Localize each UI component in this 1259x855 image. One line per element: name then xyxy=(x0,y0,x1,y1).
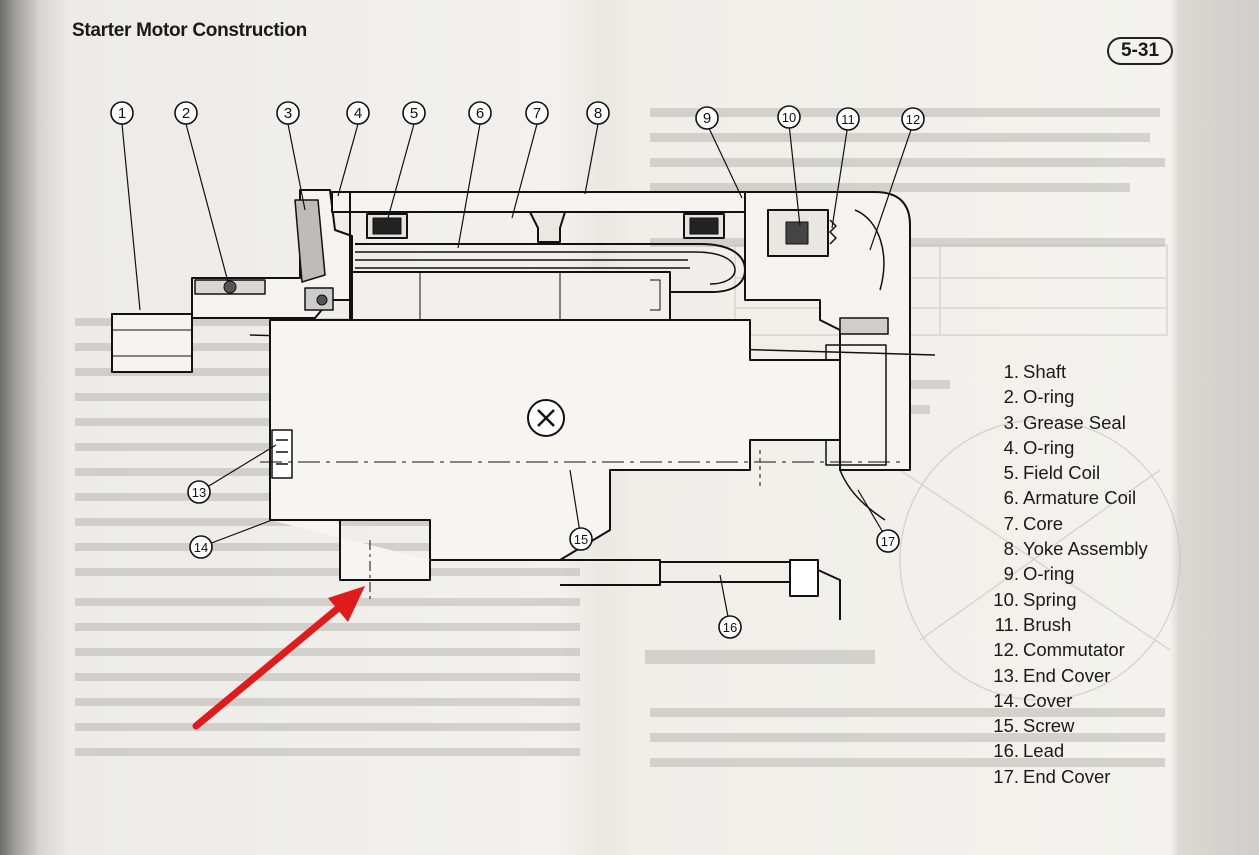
callout-circle-3 xyxy=(276,101,300,125)
callout-label: 3 xyxy=(284,105,292,122)
legend-item: 15.Screw xyxy=(993,715,1075,737)
legend-item: 5.Field Coil xyxy=(1003,462,1101,484)
callout-label: 1 xyxy=(118,105,126,122)
legend-item: 7.Core xyxy=(1003,512,1064,534)
legend-item: 17.End Cover xyxy=(993,765,1111,787)
callout-label: 17 xyxy=(881,534,895,549)
callout-circle-14 xyxy=(189,535,213,559)
callout-label: 12 xyxy=(906,112,920,127)
callout-label: 2 xyxy=(182,105,190,122)
legend-item: 4.O-ring xyxy=(1003,436,1075,458)
callout-label: 4 xyxy=(354,105,362,122)
shaft xyxy=(111,313,193,373)
page-number: 5-31 xyxy=(1107,37,1173,65)
callout-label: 15 xyxy=(574,532,588,547)
legend-item: 9.O-ring xyxy=(1003,563,1075,585)
legend-item: 10.Spring xyxy=(993,588,1077,610)
legend-item: 2.O-ring xyxy=(1003,386,1075,408)
callout-circle-16 xyxy=(718,615,742,639)
callout-label: 7 xyxy=(533,105,541,122)
legend-item: 11.Brush xyxy=(994,613,1072,635)
callout-circle-1 xyxy=(110,101,134,125)
cover-bottom xyxy=(270,519,431,581)
section-title: Starter Motor Construction xyxy=(72,20,307,41)
callout-label: 5 xyxy=(410,105,418,122)
commutator xyxy=(839,317,889,335)
o-ring-2-dot xyxy=(223,280,237,294)
legend-item: 8.Yoke Assembly xyxy=(1003,538,1148,560)
callout-label: 6 xyxy=(476,105,484,122)
legend-item: 12.Commutator xyxy=(993,639,1125,661)
callout-circle-15 xyxy=(569,527,593,551)
lead xyxy=(560,559,661,586)
brush xyxy=(785,221,809,245)
callout-label: 13 xyxy=(192,485,206,500)
callout-label: 14 xyxy=(194,540,208,555)
callout-label: 11 xyxy=(841,112,855,127)
legend-item: 6.Armature Coil xyxy=(1003,487,1137,509)
callout-label: 16 xyxy=(723,620,737,635)
callout-circle-17 xyxy=(876,529,900,553)
callout-circle-9 xyxy=(695,106,719,130)
red-pointer-arrow xyxy=(192,586,365,730)
grease-seal xyxy=(294,199,326,283)
callout-circle-6 xyxy=(468,101,492,125)
drive-housing xyxy=(269,319,841,561)
legend-item: 16.Lead xyxy=(993,740,1065,762)
core xyxy=(529,211,566,243)
legend-item: 3.Grease Seal xyxy=(1003,411,1126,433)
callout-circle-11 xyxy=(836,107,860,131)
callout-label: 8 xyxy=(594,105,602,122)
legend-item: 1.Shaft xyxy=(1003,361,1067,382)
end-cover-front xyxy=(271,429,293,479)
spring xyxy=(829,219,837,245)
callout-circle-10 xyxy=(777,105,801,129)
legend-item: 14.Cover xyxy=(993,689,1073,711)
callout-circle-4 xyxy=(346,101,370,125)
armature-core xyxy=(351,271,671,321)
callout-circle-7 xyxy=(525,101,549,125)
callout-circle-2 xyxy=(174,101,198,125)
callout-circle-13 xyxy=(187,480,211,504)
callout-circle-5 xyxy=(402,101,426,125)
callout-circle-12 xyxy=(901,107,925,131)
end-cover-rear xyxy=(744,191,911,471)
lead-terminal xyxy=(789,559,819,597)
callout-label: 9 xyxy=(703,110,711,127)
callout-circle-8 xyxy=(586,101,610,125)
callout-label: 10 xyxy=(782,110,796,125)
legend-item: 13.End Cover xyxy=(993,664,1111,686)
parts-legend: 1.Shaft 2.O-ring 3.Grease Seal 4.O-ring … xyxy=(981,359,1148,789)
